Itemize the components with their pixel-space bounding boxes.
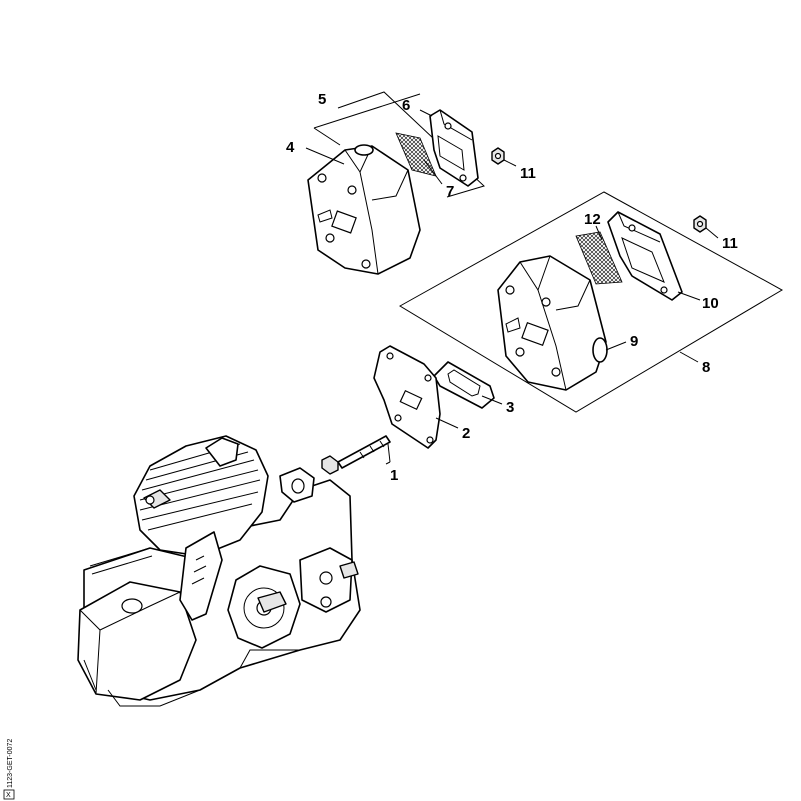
muffler-9 (497, 255, 608, 391)
leader-1 (387, 443, 391, 463)
callout-8: 8 (702, 359, 710, 376)
leader-7 (423, 159, 443, 185)
drawing-tag-box (3, 789, 15, 800)
callout-7: 7 (446, 183, 454, 200)
leader-4 (305, 147, 345, 165)
nut-11-upper (491, 147, 505, 165)
callout-12: 12 (584, 211, 601, 228)
callout-11-upper: 11 (520, 165, 536, 182)
muffler-4 (307, 144, 421, 275)
callout-5: 5 (318, 91, 326, 108)
leader-6 (419, 109, 433, 117)
group-5-frame-line (313, 93, 421, 129)
callout-2: 2 (462, 425, 470, 442)
leader-3 (481, 395, 503, 405)
callout-11-right: 11 (722, 235, 738, 252)
leader-2 (435, 417, 459, 429)
callout-10: 10 (702, 295, 719, 312)
gasket-3 (433, 361, 495, 409)
leader-11-upper (503, 159, 517, 167)
leader-11-right (705, 227, 719, 239)
leader-8 (679, 351, 699, 363)
group-5-frame-left (313, 127, 341, 146)
callout-9: 9 (630, 333, 638, 350)
cover-plate-10 (607, 211, 683, 301)
upper-muffler-group (307, 91, 505, 275)
callout-1: 1 (390, 467, 398, 484)
drawing-reference-number: 1123-GET-0072 (7, 739, 14, 788)
nut-11-right (693, 215, 707, 233)
leader-12 (595, 225, 603, 241)
leader-10 (677, 291, 701, 301)
bolt-1 (321, 435, 391, 475)
callout-6: 6 (402, 97, 410, 114)
cover-plate-6 (429, 109, 479, 187)
leader-lines (305, 109, 719, 465)
group-8-frame (399, 191, 784, 413)
drawing-tag: X (6, 792, 11, 799)
plate-2 (373, 345, 441, 449)
spark-arrestor-screen-12 (575, 231, 623, 285)
engine-housing (77, 435, 361, 707)
callout-3: 3 (506, 399, 514, 416)
right-muffler-group (399, 191, 784, 413)
callout-4: 4 (286, 139, 295, 156)
leader-9 (605, 341, 627, 351)
callout-labels: 1 2 3 4 5 6 7 8 9 10 11 11 12 (286, 91, 738, 484)
